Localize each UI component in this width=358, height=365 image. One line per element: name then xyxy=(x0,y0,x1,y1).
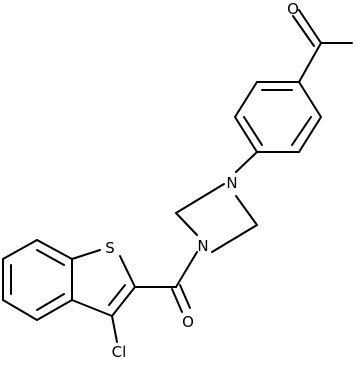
benzene-ring-fused xyxy=(2,239,73,321)
bond-ring1-b xyxy=(234,81,258,118)
atom-nitrogen-bottom: N xyxy=(197,237,208,255)
piperazine-ring xyxy=(175,183,258,253)
bond-n-to-carbonyl xyxy=(175,251,198,288)
bond-acetyl-co-upper xyxy=(298,9,322,44)
bond-ring2-a xyxy=(36,239,73,260)
atom-chlorine: Cl xyxy=(112,343,127,361)
bond-carbonyl-co-left xyxy=(171,288,183,313)
acetyl-group xyxy=(292,9,353,83)
bond-thio-c3-c2 xyxy=(111,286,136,317)
bond-ring-to-nitrogen xyxy=(235,151,258,173)
atom-sulfur: S xyxy=(105,239,115,257)
atom-nitrogen-top: N xyxy=(226,174,237,192)
bond-ring2-b xyxy=(2,239,38,260)
bond-c3-to-chlorine xyxy=(111,315,118,343)
atom-oxygen-carbonyl: O xyxy=(182,313,194,331)
bond-pip-2 xyxy=(175,212,198,236)
bond-thio-c3-c2-inner xyxy=(108,284,126,306)
bond-ring1-c-inner xyxy=(243,116,263,146)
bond-ring1-c xyxy=(234,116,258,153)
bond-pip-4 xyxy=(235,195,258,226)
bond-ring1-f xyxy=(298,81,322,118)
bond-ring2-e xyxy=(36,299,73,321)
bond-pip-1 xyxy=(175,183,225,214)
benzene-ring-upper xyxy=(234,81,322,153)
bond-thio-s-c7a xyxy=(71,249,101,260)
bond-ring1-e xyxy=(298,116,322,153)
bond-thio-c2-s xyxy=(119,255,136,288)
bond-acetyl-to-ring xyxy=(298,42,322,83)
bond-ring2-a-inner xyxy=(36,249,65,266)
atom-oxygen-acetyl: O xyxy=(287,0,299,18)
thiophene-ring xyxy=(71,249,136,317)
bond-acetyl-co-lower xyxy=(292,15,315,47)
bond-ring2-e-inner xyxy=(36,293,65,311)
bond-carbonyl-co-right xyxy=(179,284,191,309)
bond-ring1-e-inner xyxy=(291,116,312,146)
bond-pip-3 xyxy=(211,224,258,253)
bond-ring2-d xyxy=(2,299,38,321)
amide-linkage xyxy=(134,251,198,313)
bond-thio-c3a-c3 xyxy=(71,299,113,317)
